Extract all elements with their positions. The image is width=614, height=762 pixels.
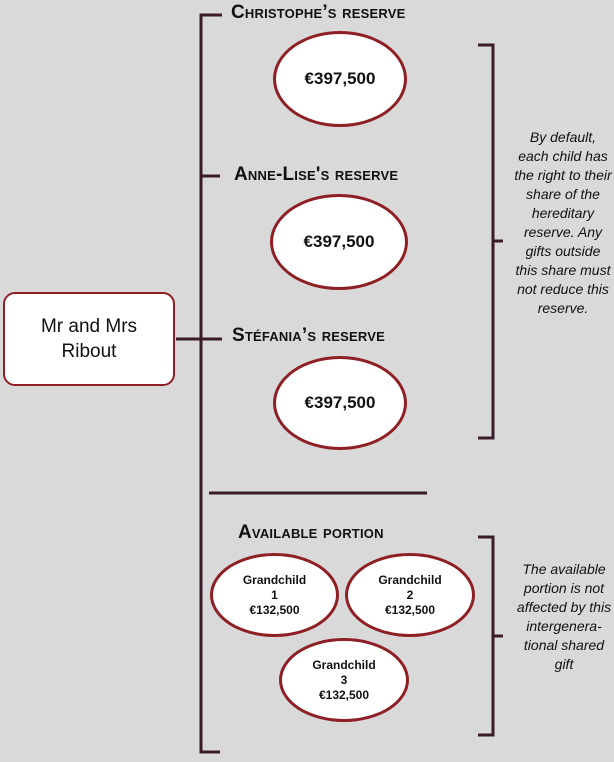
family-label-line2: Ribout — [61, 341, 117, 362]
grandchild-3-number: 3 — [340, 672, 348, 687]
grandchild-2-amount: €132,500 — [384, 602, 436, 617]
stefania-reserve-oval: €397,500 — [273, 356, 407, 450]
christophe-reserve-oval: €397,500 — [273, 31, 407, 127]
family-node: Mr and Mrs Ribout — [3, 292, 175, 386]
family-label-line1: Mr and Mrs — [40, 316, 138, 337]
stefania-reserve-heading: Stéfania’s reserve — [232, 325, 386, 346]
grandchild-1-number: 1 — [271, 587, 278, 602]
christophe-reserve-amount: €397,500 — [304, 69, 376, 88]
available-note: The available portion is not affected by… — [516, 561, 612, 672]
christophe-reserve-heading: Christophe’s reserve — [231, 2, 406, 23]
available-bracket — [478, 535, 503, 737]
main-bracket — [199, 13, 222, 754]
anne-lise-reserve-oval: €397,500 — [270, 194, 408, 290]
stefania-reserve-amount: €397,500 — [304, 393, 376, 412]
grandchild-1-amount: €132,500 — [249, 602, 300, 617]
anne-lise-reserve-heading: Anne-Lise's reserve — [234, 164, 399, 185]
grandchild-2-title: Grandchild — [378, 572, 442, 587]
reserve-note: By default, each child has the right to … — [514, 129, 612, 316]
grandchild-3-title: Grandchild — [312, 657, 376, 672]
anne-lise-reserve-amount: €397,500 — [303, 232, 375, 251]
grandchild-3-amount: €132,500 — [318, 687, 370, 702]
grandchild-1-title: Grandchild — [242, 572, 307, 587]
grandchild-1-oval: Grandchild 1 €132,500 — [210, 553, 339, 637]
reserve-bracket — [478, 43, 503, 440]
grandchild-3-oval: Grandchild 3 €132,500 — [279, 638, 409, 722]
grandchild-2-oval: Grandchild 2 €132,500 — [345, 553, 475, 637]
grandchild-2-number: 2 — [406, 587, 414, 602]
available-portion-heading: Available portion — [238, 522, 384, 543]
